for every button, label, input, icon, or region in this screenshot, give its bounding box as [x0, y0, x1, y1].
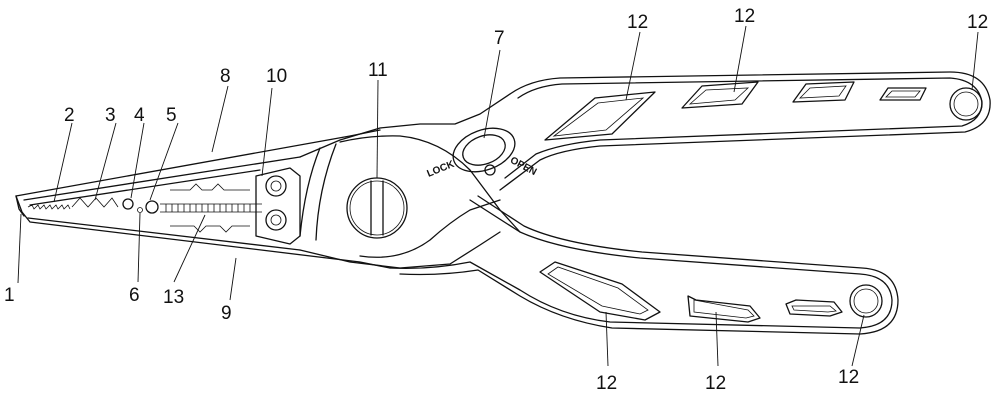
upper-handle-slot-2 [681, 81, 759, 109]
stripper-channel [160, 183, 262, 233]
callout-13: 13 [163, 287, 184, 308]
upper-handle [499, 71, 991, 191]
lower-lanyard-hole [849, 284, 883, 318]
callout-12-upper-slot-1: 12 [627, 12, 648, 33]
upper-handle-slot-3 [792, 81, 855, 103]
callout-2: 2 [64, 105, 75, 126]
lock-indicator-dot [484, 164, 496, 176]
open-engraving: OPEN [508, 155, 538, 178]
lower-handle-slot-1 [539, 261, 661, 321]
jaw-tip [15, 195, 25, 217]
callout-12-lower-slot-2: 12 [705, 373, 726, 394]
callout-1: 1 [4, 285, 15, 306]
plate-screw-upper [265, 175, 287, 197]
lower-handle-slot-2 [687, 295, 761, 323]
lower-handle [389, 195, 899, 335]
upper-jaw [15, 129, 381, 206]
jaw-plate [255, 167, 301, 245]
serrated-jaw-teeth [27, 204, 71, 210]
callout-10: 10 [266, 66, 287, 87]
callout-11: 11 [368, 60, 388, 81]
callout-12-lower-slot-1: 12 [596, 373, 617, 394]
callout-5: 5 [166, 105, 177, 126]
lock-engraving: LOCK [426, 159, 457, 180]
pliers-head [299, 93, 521, 269]
upper-handle-slot-1 [544, 91, 656, 141]
pivot-screw [346, 177, 408, 239]
callout-12-upper-hole: 12 [967, 12, 988, 33]
upper-handle-slot-4 [879, 87, 927, 101]
callout-8: 8 [220, 66, 231, 87]
wire-hole-inner [137, 207, 143, 213]
wire-hole-small [122, 198, 134, 210]
plate-screw-lower [265, 209, 287, 231]
lower-handle-slot-3 [785, 299, 843, 317]
callout-7: 7 [494, 28, 505, 49]
wire-hole-medium [145, 200, 159, 214]
callout-3: 3 [105, 105, 116, 126]
lock-switch: LOCK OPEN [426, 127, 538, 180]
leader-lines [17, 25, 979, 367]
callout-9: 9 [221, 303, 232, 324]
callout-12-upper-slot-2: 12 [734, 6, 755, 27]
callout-12-lower-hole: 12 [838, 367, 859, 388]
callout-numbers: 1 2 3 4 5 6 7 8 9 10 11 12 12 12 12 12 1… [4, 6, 988, 394]
callout-4: 4 [134, 105, 145, 126]
upper-lanyard-hole [949, 87, 983, 121]
callout-6: 6 [129, 285, 140, 306]
